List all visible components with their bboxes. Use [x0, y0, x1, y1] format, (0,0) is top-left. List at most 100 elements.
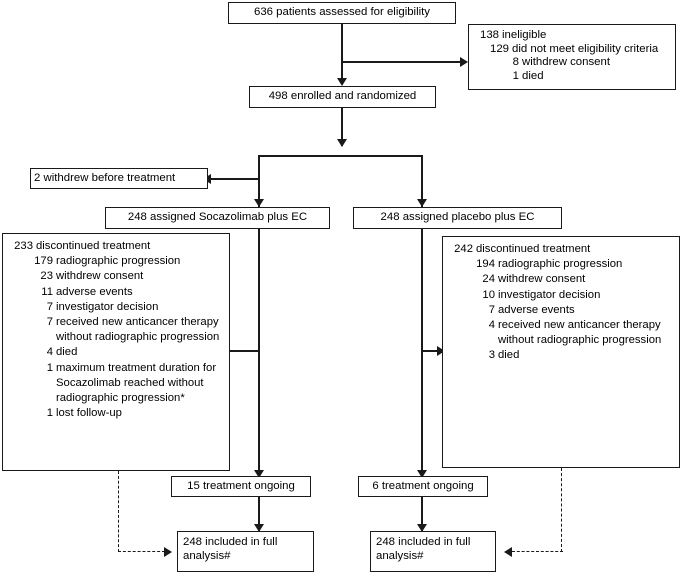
discontinued-right-item-0-text: radiographic progression [498, 258, 623, 271]
list-item: 4 died [7, 345, 225, 360]
ineligible-header: 138 ineligible [473, 29, 671, 43]
ineligible-header-count: 138 [479, 29, 499, 41]
node-analysis-left-line1: 248 included in full [183, 536, 278, 548]
discontinued-right-item-2-count: 10 [482, 288, 495, 301]
discontinued-left-item-6-text: maximum treatment duration for Socazolim… [56, 361, 217, 405]
ineligible-item-0-count: 129 [489, 42, 509, 55]
arrowhead-analysis-right [417, 524, 427, 532]
connector-to-discontinued-right [421, 350, 442, 352]
list-item: 11 adverse events [7, 285, 225, 300]
arrowhead-discontinued-right [437, 346, 445, 356]
discontinued-left-item-0-text: radiographic progression [56, 255, 181, 268]
list-item: 194 radiographic progression [447, 257, 675, 272]
arrowhead-split [337, 139, 347, 147]
discontinued-left-header: 233 discontinued treatment [7, 239, 225, 254]
discontinued-left-item-0-count: 179 [34, 255, 53, 268]
connector-split-to-right-arm [421, 155, 423, 207]
list-item: 7 adverse events [447, 303, 675, 318]
ineligible-item-2-text: died [522, 69, 544, 82]
list-item: 1 maximum treatment duration for Socazol… [7, 361, 225, 407]
discontinued-left-item-4-count: 7 [46, 316, 53, 329]
split-bar [258, 155, 423, 157]
node-discontinued-left: 233 discontinued treatment 179 radiograp… [2, 233, 230, 471]
node-analysis-left-line2: analysis# [183, 549, 231, 562]
node-withdrew-before-treatment: 2 withdrew before treatment [30, 168, 208, 189]
arrowhead-right-ongoing [417, 470, 427, 478]
node-ineligible: 138 ineligible 129 did not meet eligibil… [468, 24, 676, 90]
connector-ongoing-right-to-analysis [421, 497, 423, 531]
discontinued-right-item-0-count: 194 [476, 258, 495, 271]
connector-to-withdrew-before-treatment [207, 178, 259, 180]
discontinued-left-item-5-text: died [56, 346, 78, 359]
discontinued-right-header-text: discontinued treatment [476, 243, 591, 255]
discontinued-right-item-2-text: investigator decision [498, 288, 601, 301]
discontinued-right-item-4-text: received new anticancer therapy without … [498, 319, 662, 347]
discontinued-left-item-5-count: 4 [46, 346, 53, 359]
ineligible-header-text: ineligible [502, 29, 547, 41]
connector-ongoing-left-to-analysis [258, 497, 260, 531]
node-arm-socazolimab-label: 248 assigned Socazolimab plus EC [127, 211, 308, 224]
node-analysis-right-line2: analysis# [376, 549, 424, 562]
list-item: 10 investigator decision [447, 288, 675, 303]
node-arm-socazolimab: 248 assigned Socazolimab plus EC [105, 207, 330, 229]
dashed-connector-left-vertical [118, 471, 119, 552]
discontinued-left-item-7-text: lost follow-up [56, 407, 122, 420]
discontinued-right-item-5-text: died [498, 349, 520, 362]
node-discontinued-right: 242 discontinued treatment 194 radiograp… [442, 236, 680, 468]
list-item: 24 withdrew consent [447, 272, 675, 287]
dashed-connector-left-horizontal [118, 551, 165, 552]
node-analysis-right-line1: 248 included in full [376, 536, 471, 548]
dashed-connector-right-vertical [561, 468, 562, 552]
node-assessed-label: 636 patients assessed for eligibility [253, 6, 431, 19]
arrowhead-analysis-right-dashed [504, 547, 512, 557]
node-enrolled-label: 498 enrolled and randomized [268, 90, 417, 103]
node-withdrew-before-treatment-label: 2 withdrew before treatment [34, 171, 176, 184]
discontinued-right-header-count: 242 [454, 243, 473, 255]
arrowhead-left-ongoing [254, 470, 264, 478]
connector-to-discontinued-left [208, 350, 259, 352]
discontinued-right-header: 242 discontinued treatment [447, 242, 675, 257]
list-item: 129 did not meet eligibility criteria [473, 43, 671, 57]
discontinued-right-item-3-count: 7 [488, 303, 495, 316]
discontinued-left-header-text: discontinued treatment [36, 240, 151, 252]
list-item: 7 received new anticancer therapy withou… [7, 315, 225, 345]
discontinued-right-item-4-count: 4 [488, 319, 495, 332]
list-item: 1 lost follow-up [7, 406, 225, 421]
node-arm-placebo: 248 assigned placebo plus EC [353, 207, 562, 229]
arrowhead-analysis-left [254, 524, 264, 532]
node-ongoing-right-label: 6 treatment ongoing [372, 479, 474, 492]
arrowhead-ineligible [460, 57, 468, 67]
node-assessed-for-eligibility: 636 patients assessed for eligibility [228, 2, 456, 24]
discontinued-left-item-4-text: received new anticancer therapy without … [56, 316, 220, 344]
connector-enrolled-to-split [341, 108, 343, 146]
ineligible-item-0-text: did not meet eligibility criteria [512, 42, 659, 55]
list-item: 1 died [473, 70, 671, 84]
discontinued-left-item-3-text: investigator decision [56, 300, 159, 313]
list-item: 8 withdrew consent [473, 56, 671, 70]
discontinued-right-item-1-count: 24 [482, 273, 495, 286]
connector-assessed-to-ineligible [341, 61, 466, 63]
discontinued-left-item-1-count: 23 [40, 270, 53, 283]
discontinued-right-item-5-count: 3 [488, 349, 495, 362]
discontinued-left-header-count: 233 [14, 240, 33, 252]
node-ongoing-left: 15 treatment ongoing [171, 476, 311, 497]
arrowhead-enrolled [337, 78, 347, 86]
list-item: 23 withdrew consent [7, 269, 225, 284]
list-item: 179 radiographic progression [7, 254, 225, 269]
arrowhead-left-arm [254, 199, 264, 207]
ineligible-item-2-count: 1 [512, 69, 519, 82]
arrowhead-analysis-left-dashed [164, 547, 172, 557]
connector-assessed-to-enrolled [341, 24, 343, 84]
connector-left-arm-to-ongoing [258, 229, 260, 479]
arrowhead-right-arm [417, 199, 427, 207]
node-ongoing-left-label: 15 treatment ongoing [187, 479, 295, 492]
ineligible-item-1-count: 8 [512, 56, 519, 69]
node-analysis-right: 248 included in full analysis# [370, 531, 496, 572]
discontinued-left-item-2-text: adverse events [56, 285, 133, 298]
connector-split-to-left-arm [258, 155, 260, 207]
discontinued-right-item-3-text: adverse events [498, 303, 575, 316]
node-arm-placebo-label: 248 assigned placebo plus EC [380, 211, 535, 224]
node-analysis-left: 248 included in full analysis# [177, 531, 314, 572]
node-enrolled-randomized: 498 enrolled and randomized [249, 86, 436, 108]
